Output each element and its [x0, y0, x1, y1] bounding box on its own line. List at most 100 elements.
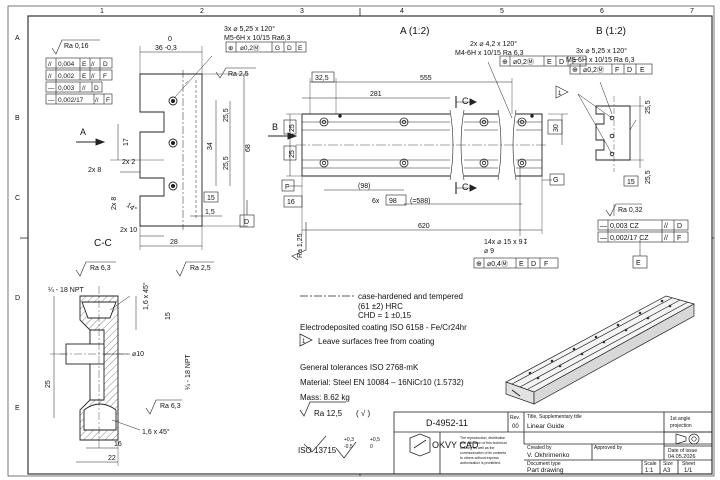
- title-block-frame: [393, 411, 713, 475]
- view-a-fcf-d2: D: [559, 59, 564, 66]
- cc-dim-25: 25: [45, 380, 52, 388]
- cb-fcf-d2: D: [531, 261, 536, 268]
- view-b-fcf-d2: D: [627, 67, 632, 74]
- view-b-fcf2-d1: //: [664, 235, 668, 242]
- fcf-l3-d2: D: [94, 85, 99, 92]
- tb-doctype-label: Document type: [527, 461, 561, 467]
- zone-col-3: 3: [300, 8, 304, 15]
- fcf-holes-d2: D: [287, 45, 292, 52]
- section-cc-ra: [75, 261, 214, 415]
- box-16: [283, 195, 303, 208]
- isometric-preview: [505, 295, 695, 405]
- fcf-l3-d1: //: [82, 85, 86, 92]
- datum-d-text: D: [244, 219, 249, 226]
- view-a-holes-note-1: 2x ⌀ 4,2 x 120°: [470, 40, 517, 48]
- ra-1-25: Ra 1,25: [291, 222, 307, 261]
- section-cc-label: C-C: [94, 238, 112, 249]
- cb-fcf-sym: ⊕: [476, 261, 482, 268]
- dim-eq-588: (=588): [410, 198, 430, 205]
- zone-col-4: 4: [400, 8, 404, 15]
- note-iso: ISO 13715: [298, 446, 337, 455]
- end-view-hatch-marks: [182, 80, 188, 84]
- view-b-texts: B (1:2) 3x ⌀ 5,25 x 120° M5-6H x 10/15 R…: [558, 26, 682, 267]
- dim-17: 17: [123, 138, 130, 146]
- view-a-fcf-tol: ⌀0,2Ⓜ: [513, 58, 534, 66]
- note-mass: Mass: 8.62 kg: [300, 393, 350, 402]
- tb-legal-6: authorization is prohibited.: [460, 461, 501, 465]
- ra-top-text: Ra 0,16: [64, 43, 89, 50]
- dim-32-5: 32,5: [315, 75, 329, 82]
- dim-620: 620: [418, 223, 430, 230]
- cc-dim-16: 16: [114, 441, 122, 448]
- fcf-l4-val: 0,002/17: [58, 97, 84, 104]
- notes-symbols: [299, 295, 357, 459]
- view-b-dim-25-5-b: 25,5: [645, 170, 652, 184]
- fcf-holes-d1: G: [275, 45, 280, 52]
- dim-2x10: 2x 10: [120, 227, 137, 234]
- cut-c-bottom: C: [462, 182, 469, 192]
- note-hardened-2: (61 ±2) HRC: [358, 302, 403, 311]
- box-30: [547, 119, 563, 135]
- end-view-hole-1: [168, 96, 178, 106]
- end-view-outline: [139, 73, 203, 227]
- cc-ra-b: Ra 2,5: [190, 265, 211, 272]
- projection-symbol: [675, 433, 700, 445]
- dim-angle: 14°: [125, 201, 138, 214]
- dim-281: 281: [370, 91, 382, 98]
- view-b-fcf-d1: F: [615, 67, 619, 74]
- cc-npt-top: ¼ - 18 NPT: [48, 287, 85, 294]
- edge-val-2: -0,5: [344, 444, 353, 450]
- cc-ra-a: Ra 6,3: [90, 265, 111, 272]
- dim-16: 16: [287, 199, 295, 206]
- view-b-profile: [577, 81, 644, 256]
- tb-legal-1: The reproduction, distribution: [460, 436, 505, 440]
- isometric-holes: [528, 299, 672, 380]
- section-cc-texts: C-C Ra 6,3 Ra 2,5 Ra 6,3 ¼ - 18 NPT 1,6 …: [45, 238, 211, 462]
- dim-25-a: 25: [289, 124, 296, 132]
- tb-legal-5: to others without express: [460, 456, 499, 460]
- note-hardened-1: case-hardened and tempered: [358, 292, 463, 301]
- fcf-l1-val: 0,004: [58, 61, 75, 68]
- tb-doctype: Part drawing: [527, 467, 564, 474]
- cc-dim-22: 22: [108, 455, 116, 462]
- box-25-a: [283, 119, 297, 135]
- dim-2x8-b: 2x 8: [111, 197, 118, 210]
- fcf-l1-sym: //: [48, 61, 52, 68]
- ra-side-text: Ra 2,5: [228, 71, 249, 78]
- view-b-flag: [555, 85, 569, 99]
- dim-68: 68: [245, 144, 252, 152]
- view-b-fcf1-d2: D: [677, 223, 682, 230]
- end-holes-note-1: 3x ⌀ 5,25 x 120°: [224, 25, 275, 33]
- view-a-texts: A (1:2) 2x ⌀ 4,2 x 120° M4-6H x 10/15 Ra…: [272, 26, 576, 268]
- view-a-rail: [268, 61, 568, 236]
- fcf-l1-d3: D: [103, 61, 108, 68]
- view-b-box-15-text: 15: [627, 179, 635, 186]
- cc-dia-10: ⌀10: [132, 351, 144, 358]
- fcf-l2-d1: E: [82, 73, 87, 80]
- view-a-holes-note-2: M4-6H x 10/15 Ra 6,3: [455, 50, 524, 57]
- title-block-texts: D-4952-11 Rev. 00 Title, Supplementary t…: [426, 414, 697, 474]
- fcf-l2-val: 0,002: [58, 73, 75, 80]
- edge-val-3: +0,5: [370, 437, 380, 443]
- tb-legal-4: communication of its contents: [460, 451, 506, 455]
- cc-chamfer-bot: 1,6 x 45°: [142, 428, 170, 436]
- cb-fcf-d1: E: [519, 261, 524, 268]
- view-b-ra: Ra 0,32: [618, 207, 643, 214]
- dim-555: 555: [420, 75, 432, 82]
- note-material: Material: Steel EN 10084 – 16NiCr10 (1.5…: [300, 378, 464, 387]
- note-ra-paren: ( √ ): [356, 409, 371, 418]
- tb-projection-label-2: projection: [670, 423, 692, 429]
- tb-sheet: 1/1: [684, 468, 693, 474]
- fcf-l4-d2: F: [106, 97, 110, 104]
- view-b-fcf1-d1: //: [664, 223, 668, 230]
- fcf-l2-d3: F: [103, 73, 107, 80]
- view-b-fcf-tol: ⌀0,2Ⓜ: [583, 66, 604, 74]
- fcf-l3-sym: —: [48, 85, 55, 92]
- view-b-fcf2-val: 0,002/17 CZ: [610, 235, 649, 242]
- view-a-fcf-d1: E: [547, 59, 552, 66]
- dim-25-b: 25: [289, 150, 296, 158]
- cut-c-top: C: [462, 96, 469, 106]
- border-zone-labels: 1 2 3 4 5 6 7 A B C D E: [15, 8, 694, 412]
- cc-npt-side: ¼ - 18 NPT: [185, 353, 192, 390]
- datum-g-text: G: [553, 177, 558, 184]
